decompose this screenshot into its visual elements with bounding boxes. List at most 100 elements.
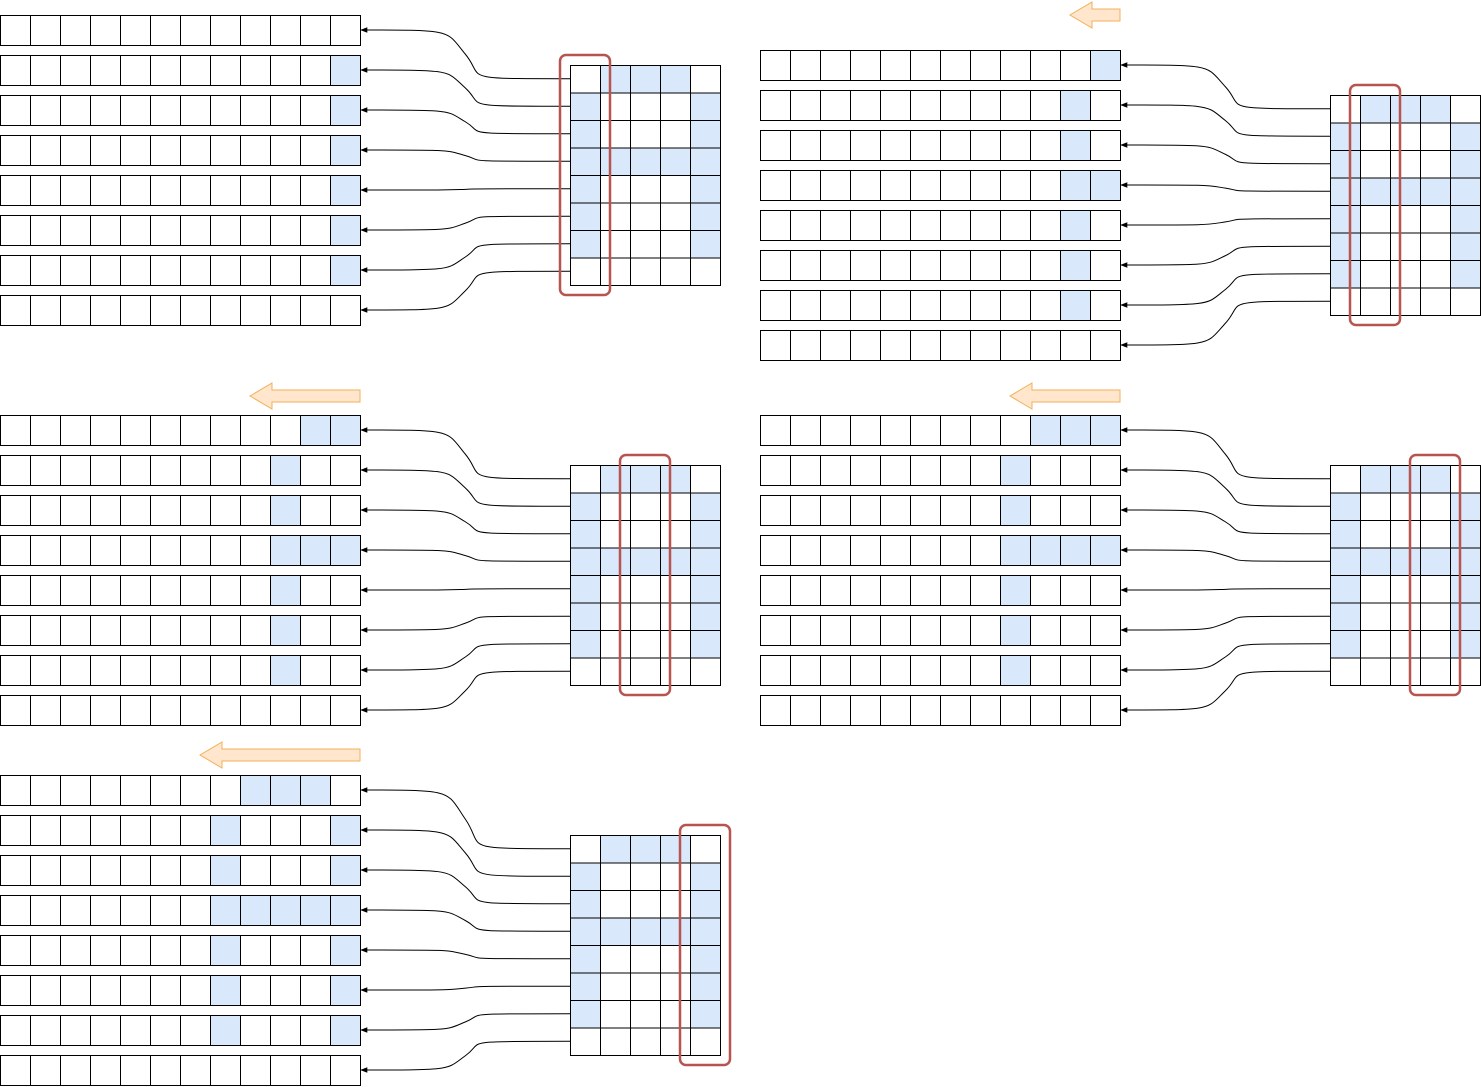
display-cell bbox=[790, 330, 821, 361]
display-cell bbox=[1060, 495, 1091, 526]
glyph-cell-lit bbox=[1450, 630, 1481, 659]
display-cell bbox=[0, 95, 31, 126]
glyph-cell-lit bbox=[1360, 95, 1391, 124]
display-cell bbox=[0, 935, 31, 966]
display-cell bbox=[0, 775, 31, 806]
glyph-cell-lit bbox=[690, 120, 721, 149]
glyph-cell bbox=[630, 175, 661, 204]
display-cell bbox=[240, 935, 271, 966]
glyph-cell bbox=[1360, 575, 1391, 604]
display-cell bbox=[910, 290, 941, 321]
glyph-cell-lit bbox=[630, 835, 661, 864]
display-cell bbox=[270, 255, 301, 286]
glyph-cell-lit bbox=[1390, 95, 1421, 124]
display-cell bbox=[90, 895, 121, 926]
display-cell bbox=[150, 255, 181, 286]
glyph-cell bbox=[1360, 205, 1391, 234]
glyph-cell-lit bbox=[1450, 492, 1481, 521]
glyph-cell bbox=[690, 257, 721, 286]
display-cell bbox=[210, 95, 241, 126]
display-cell bbox=[760, 50, 791, 81]
display-cell bbox=[300, 1055, 331, 1086]
row-connector-arrow bbox=[360, 215, 571, 233]
display-cell bbox=[0, 895, 31, 926]
display-cell bbox=[150, 15, 181, 46]
display-cell bbox=[940, 90, 971, 121]
display-cell bbox=[1030, 655, 1061, 686]
display-cell-lit bbox=[1000, 455, 1031, 486]
display-cell bbox=[60, 455, 91, 486]
row-connector-arrow bbox=[1120, 245, 1331, 268]
display-cell bbox=[760, 575, 791, 606]
display-cell bbox=[210, 135, 241, 166]
display-cell-lit bbox=[1060, 415, 1091, 446]
display-cell bbox=[1060, 330, 1091, 361]
display-cell bbox=[850, 495, 881, 526]
glyph-cell bbox=[1420, 260, 1451, 289]
display-cell bbox=[850, 290, 881, 321]
row-connector-arrow bbox=[1120, 273, 1331, 308]
display-cell bbox=[270, 815, 301, 846]
glyph-cell-lit bbox=[660, 835, 691, 864]
display-cell bbox=[760, 415, 791, 446]
row-connector-arrow bbox=[1120, 218, 1331, 228]
glyph-cell bbox=[1390, 205, 1421, 234]
display-cell bbox=[0, 255, 31, 286]
display-cell bbox=[210, 1055, 241, 1086]
display-cell bbox=[210, 415, 241, 446]
display-cell bbox=[1060, 455, 1091, 486]
glyph-cell-lit bbox=[1330, 232, 1361, 261]
display-cell bbox=[790, 290, 821, 321]
glyph-cell bbox=[1390, 232, 1421, 261]
glyph-cell bbox=[1420, 232, 1451, 261]
display-cell bbox=[300, 95, 331, 126]
row-connector-arrow bbox=[1120, 427, 1331, 480]
display-cell bbox=[30, 975, 61, 1006]
display-cell bbox=[850, 90, 881, 121]
display-cell bbox=[820, 290, 851, 321]
display-cell bbox=[30, 455, 61, 486]
glyph-cell bbox=[1390, 492, 1421, 521]
display-cell bbox=[760, 495, 791, 526]
glyph-cell-lit bbox=[660, 917, 691, 946]
display-cell bbox=[1030, 330, 1061, 361]
display-cell bbox=[120, 775, 151, 806]
display-cell-lit bbox=[330, 815, 361, 846]
display-cell-lit bbox=[330, 535, 361, 566]
display-cell bbox=[120, 935, 151, 966]
glyph-cell-lit bbox=[630, 465, 661, 494]
glyph-cell bbox=[1330, 287, 1361, 316]
display-cell bbox=[90, 215, 121, 246]
display-cell bbox=[120, 895, 151, 926]
display-cell bbox=[820, 575, 851, 606]
display-cell bbox=[90, 815, 121, 846]
glyph-cell bbox=[570, 657, 601, 686]
display-cell bbox=[120, 535, 151, 566]
display-cell bbox=[1000, 130, 1031, 161]
display-cell-lit bbox=[1030, 535, 1061, 566]
glyph-cell bbox=[600, 175, 631, 204]
display-cell bbox=[60, 615, 91, 646]
glyph-cell-lit bbox=[570, 890, 601, 919]
display-row bbox=[0, 815, 361, 846]
display-cell-lit bbox=[1090, 535, 1121, 566]
display-cell bbox=[1000, 50, 1031, 81]
display-cell bbox=[240, 535, 271, 566]
display-cell bbox=[120, 1055, 151, 1086]
glyph-cell bbox=[1390, 520, 1421, 549]
glyph-cell bbox=[1420, 287, 1451, 316]
glyph-cell bbox=[1390, 150, 1421, 179]
display-cell bbox=[790, 130, 821, 161]
display-cell bbox=[790, 50, 821, 81]
panel-step-2 bbox=[760, 1, 1481, 361]
glyph-cell-lit bbox=[1330, 602, 1361, 631]
display-cell-lit bbox=[330, 895, 361, 926]
panel-step-4 bbox=[760, 382, 1481, 726]
display-cell bbox=[940, 210, 971, 241]
display-cell bbox=[910, 495, 941, 526]
display-cell bbox=[90, 295, 121, 326]
display-cell bbox=[90, 695, 121, 726]
display-row bbox=[0, 695, 361, 726]
display-cell bbox=[240, 455, 271, 486]
display-cell bbox=[790, 415, 821, 446]
